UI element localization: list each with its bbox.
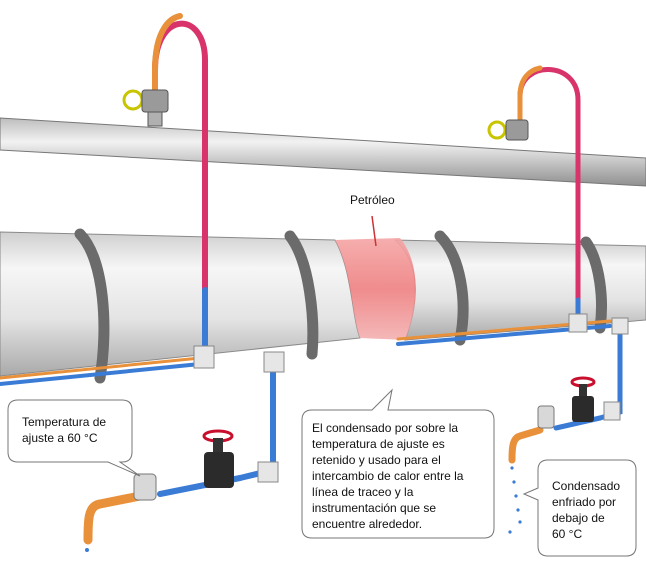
clamp-3 [434, 230, 469, 346]
left-steam-trap [133, 473, 157, 501]
steam-trap-icon [133, 473, 157, 501]
callout-right-bubble [522, 459, 637, 557]
callout-right-line: debajo de [552, 511, 605, 525]
handwheel-icon [122, 89, 144, 111]
clamp-4 [580, 236, 607, 334]
callout-center-line: retenido y usado para el [312, 453, 441, 467]
callout-center-line: El condensado por sobre la [312, 421, 459, 435]
clamp-1 [74, 228, 110, 384]
callout-center-bubble [301, 388, 495, 539]
left-steam-riser [152, 13, 215, 369]
left-drip [85, 548, 89, 552]
callout-center-line: intercambio de calor entre la [312, 469, 464, 483]
callout-center-line: temperatura de ajuste es [312, 437, 445, 451]
right-supply-valve [487, 119, 529, 141]
callout-left-text: Temperatura de ajuste a 60 °C [22, 414, 106, 446]
oil-section [335, 215, 416, 340]
clamp-2 [284, 230, 319, 360]
handwheel-icon [487, 120, 507, 140]
left-gate-valve [202, 429, 234, 488]
callout-left-bubble [7, 399, 141, 477]
callout-left-line: Temperatura de [22, 415, 107, 429]
oil-label-leader [371, 215, 377, 247]
callout-center-line: instrumentación que se [312, 501, 437, 515]
callout-right-line: Condensado [552, 479, 621, 493]
callout-right-line: 60 °C [552, 527, 583, 541]
callout-right-text: Condensado enfriado por debajo de 60 °C [552, 478, 620, 542]
pipe-clamps [74, 228, 607, 384]
oil-label: Petróleo [350, 193, 395, 207]
right-steam-riser [517, 65, 588, 333]
overhead-pipe [0, 117, 646, 187]
callout-right-line: enfriado por [552, 495, 617, 509]
callout-center-line: línea de traceo y la [312, 485, 414, 499]
callout-center-text: El condensado por sobre la temperatura d… [312, 420, 463, 532]
callout-center-line: encuentre alrededor. [312, 517, 423, 531]
right-steam-trap [537, 405, 555, 429]
steam-trap-icon [537, 405, 555, 429]
callout-left-line: ajuste a 60 °C [22, 431, 98, 445]
right-drips [508, 466, 522, 534]
right-return-line [508, 317, 629, 464]
left-supply-valve [122, 89, 169, 127]
right-gate-valve [570, 376, 596, 422]
